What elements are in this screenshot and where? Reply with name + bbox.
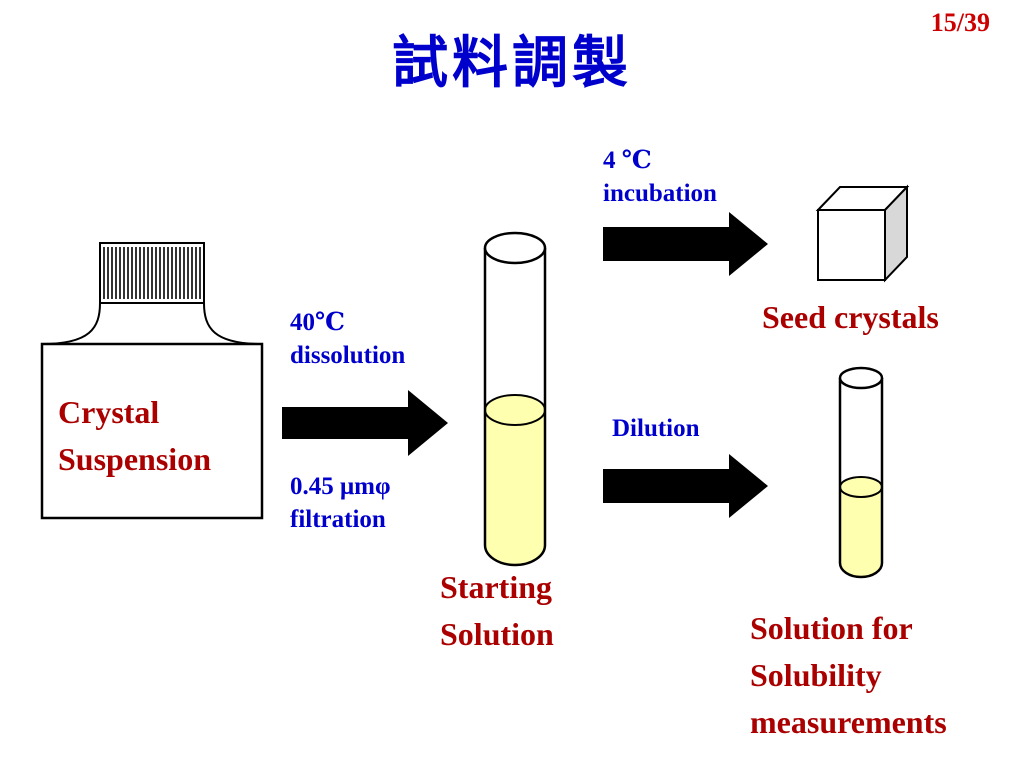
starting-solution-label-line1: Starting bbox=[440, 569, 552, 605]
bottle-label-line1: Crystal bbox=[58, 394, 160, 430]
dissolution-label: dissolution bbox=[290, 342, 406, 369]
starting-solution-liquid bbox=[485, 410, 545, 565]
bottle-neck bbox=[41, 302, 263, 345]
arrow-to-starting-solution bbox=[282, 390, 448, 456]
incubation-temperature: 4 ℃ bbox=[603, 147, 652, 174]
dilution-label: Dilution bbox=[612, 415, 700, 442]
starting-tube-rim bbox=[483, 231, 547, 265]
seed-crystal-cube-icon bbox=[815, 184, 910, 283]
solubility-solution-surface bbox=[839, 476, 883, 498]
bottle-body bbox=[40, 342, 264, 520]
bottle-label-line2: Suspension bbox=[58, 441, 211, 477]
starting-tube-outline bbox=[483, 248, 547, 567]
filtration-label: filtration bbox=[290, 506, 386, 533]
bottle-icon bbox=[40, 242, 264, 520]
starting-solution-tube bbox=[483, 231, 547, 567]
filtration-pore-size: 0.45 μmφ bbox=[290, 473, 391, 500]
bottle-cap-ribs bbox=[103, 247, 201, 299]
seed-crystals-label: Seed crystals bbox=[762, 299, 939, 335]
incubation-label: incubation bbox=[603, 180, 717, 207]
solubility-tube-outline bbox=[838, 378, 884, 579]
page-title: 試料調製 bbox=[392, 31, 632, 96]
solubility-label-line3: measurements bbox=[750, 704, 947, 740]
starting-solution-label-line2: Solution bbox=[440, 616, 554, 652]
solubility-label-line2: Solubility bbox=[750, 657, 882, 693]
solubility-solution-liquid bbox=[840, 487, 882, 577]
arrow-to-seed-crystals bbox=[603, 212, 768, 276]
starting-solution-surface bbox=[484, 394, 546, 426]
solubility-label-line1: Solution for bbox=[750, 610, 913, 646]
dissolution-temperature: 40℃ bbox=[290, 309, 345, 336]
arrow-to-solubility-solution bbox=[603, 454, 768, 518]
solubility-solution-tube bbox=[838, 366, 884, 579]
solubility-tube-rim bbox=[838, 366, 884, 390]
page-number: 15/39 bbox=[930, 8, 990, 37]
